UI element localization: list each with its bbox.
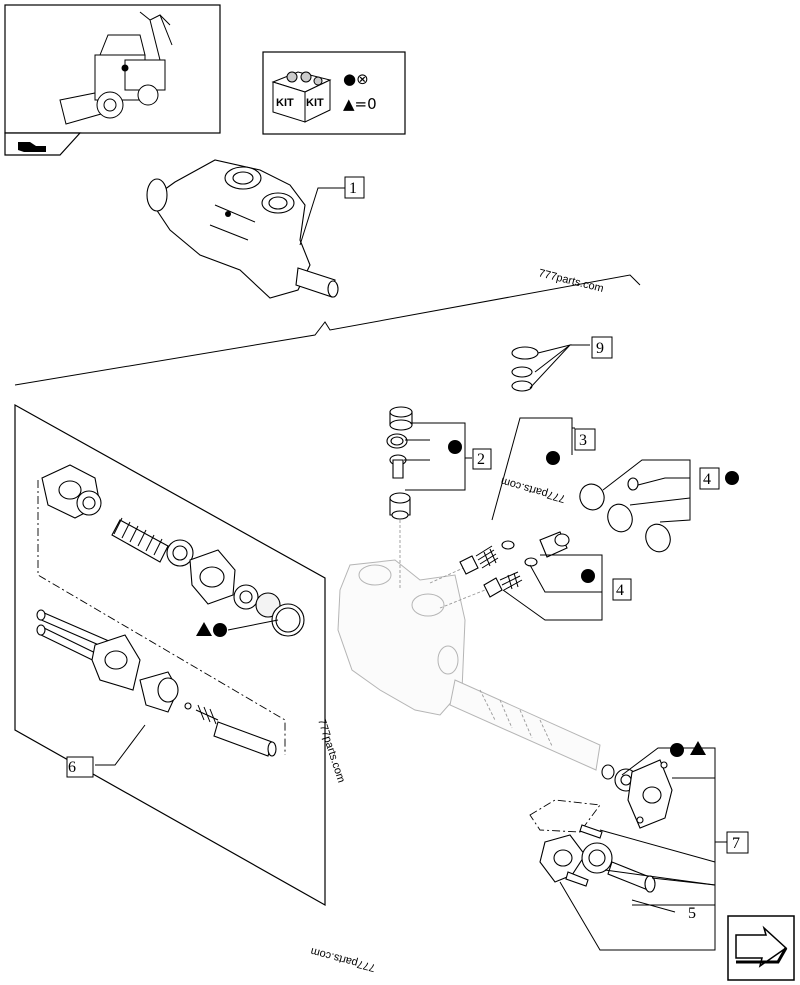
check-valve-lower bbox=[483, 557, 538, 598]
valve-body-ghost bbox=[337, 559, 601, 771]
callout-9-box bbox=[591, 336, 613, 359]
watermark-3: 777parts.com bbox=[499, 475, 566, 505]
kit-label-right: KIT bbox=[306, 97, 324, 109]
next-page-button[interactable] bbox=[727, 915, 795, 981]
kit-symbol-4b bbox=[581, 569, 595, 583]
leader-4b bbox=[502, 554, 603, 621]
leader-2 bbox=[602, 459, 691, 523]
leader-7 bbox=[621, 747, 716, 906]
leader-3c bbox=[404, 439, 430, 461]
leader-5 bbox=[631, 899, 676, 913]
seal-rings-2 bbox=[579, 477, 671, 553]
leader-1 bbox=[299, 187, 345, 246]
kit-legend: KIT KIT ●⊗ ▲=0 bbox=[262, 51, 406, 135]
callout-6-box bbox=[66, 756, 94, 778]
callout-4-lower: 4 bbox=[616, 582, 624, 599]
leader-7b bbox=[559, 777, 716, 951]
leader-3 bbox=[405, 422, 466, 491]
kit-symbol-7 bbox=[670, 741, 706, 757]
subassembly-panel bbox=[14, 403, 326, 907]
arrow-next-page-icon bbox=[735, 925, 788, 968]
callout-5: 5 bbox=[688, 905, 696, 922]
callout-2-box bbox=[699, 467, 720, 490]
relief-valve-parts bbox=[386, 406, 413, 520]
leader-9 bbox=[529, 344, 590, 389]
callout-3: 2 bbox=[477, 451, 485, 468]
callout-9: 9 bbox=[596, 340, 604, 357]
watermark-4: 777parts.com bbox=[309, 945, 376, 974]
callout-3-box bbox=[472, 448, 492, 470]
axis-line-4b bbox=[439, 587, 491, 609]
kit-label-left: KIT bbox=[276, 97, 294, 109]
kit-symbol-4a bbox=[546, 451, 560, 465]
zoom-leader bbox=[14, 274, 641, 386]
legend-line-1: ●⊗ bbox=[343, 70, 369, 88]
leader-2b bbox=[629, 477, 691, 506]
kit-symbol-6 bbox=[196, 622, 227, 637]
backhoe-loader-icon bbox=[59, 11, 173, 125]
legend-line-2: ▲=0 bbox=[343, 95, 377, 113]
callout-4b-box bbox=[612, 578, 632, 601]
leader-7c bbox=[651, 877, 716, 886]
machine-thumbnail[interactable] bbox=[4, 4, 221, 156]
control-valve-assembly bbox=[146, 159, 339, 299]
leader-6 bbox=[95, 724, 146, 766]
callout-1: 1 bbox=[349, 180, 357, 197]
leader-6a bbox=[227, 619, 279, 631]
leader-4a bbox=[491, 417, 573, 521]
check-valve-upper bbox=[459, 531, 570, 575]
callout-7: 7 bbox=[732, 835, 740, 852]
leader-4b2 bbox=[529, 564, 602, 593]
end-cap-assembly bbox=[529, 759, 673, 893]
kit-symbol-3 bbox=[448, 440, 462, 454]
leader-9b bbox=[534, 344, 571, 373]
kit-box-icon: KIT KIT bbox=[271, 71, 332, 123]
kit-symbol-2 bbox=[725, 471, 739, 485]
callout-4-upper: 3 bbox=[579, 432, 587, 449]
callout-6: 6 bbox=[68, 759, 76, 776]
spring-1 bbox=[111, 517, 169, 563]
o-ring-kit bbox=[511, 346, 539, 392]
callout-1-box bbox=[344, 176, 365, 199]
hand-pointer-icon bbox=[18, 142, 46, 152]
callout-4a-box bbox=[574, 428, 596, 451]
callout-2: 4 bbox=[703, 471, 711, 488]
